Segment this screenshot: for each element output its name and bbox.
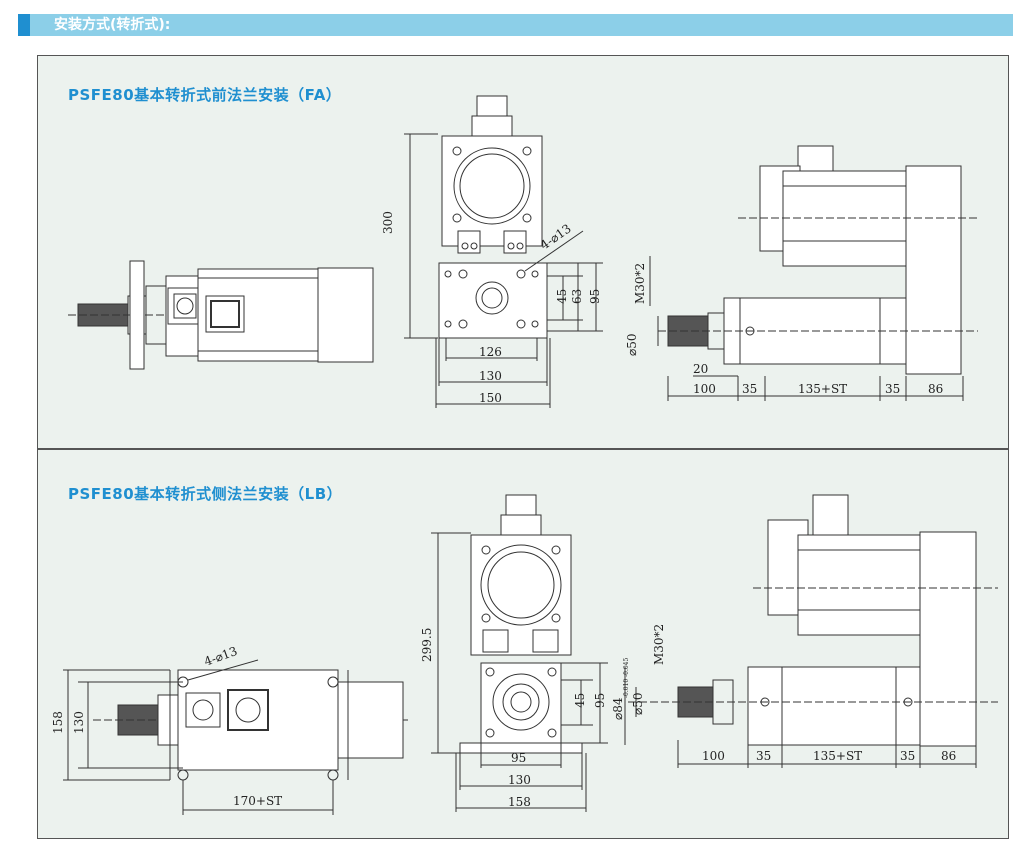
lb-dim-100: 100: [702, 749, 725, 763]
lb-dim-2995: 299.5: [420, 628, 434, 662]
fa-dim-86: 86: [928, 382, 943, 396]
fa-dim-130: 130: [479, 369, 502, 383]
lb-dim-95v: 95: [593, 693, 607, 708]
fa-dim-20: 20: [693, 362, 708, 376]
fa-dia50: ⌀50: [625, 334, 639, 357]
fa-hole-note: 4-⌀13: [538, 221, 574, 252]
panel-fa: PSFE80基本转折式前法兰安装（FA）: [37, 55, 1009, 449]
section-header-bar: 安装方式(转折式):: [18, 14, 1013, 36]
fa-front-view: [404, 95, 603, 408]
fa-dim-35b: 35: [885, 382, 900, 396]
fa-dim-126: 126: [479, 345, 502, 359]
lb-thread: M30*2: [652, 624, 666, 665]
fa-dim-300: 300: [381, 211, 395, 234]
drawing-fa: 300 45 63 95 4-⌀13 126 130 150 M30*2 ⌀50…: [68, 95, 978, 408]
fa-dim-95: 95: [588, 289, 602, 304]
lb-dim-170st: 170+ST: [233, 794, 282, 808]
lb-hole-note: 4-⌀13: [202, 644, 239, 669]
fa-dim-45: 45: [555, 289, 569, 304]
lb-side-view: [63, 659, 408, 815]
lb-dim-130v: 130: [72, 711, 86, 734]
lb-dia84-tolerance: -0.010 -0.045: [623, 658, 630, 698]
fa-top-view: [649, 145, 978, 401]
drawing-lb: 158 130 170+ST 4-⌀13 299.5 45 95 95 130 …: [51, 494, 998, 815]
lb-dim-158v: 158: [51, 711, 65, 734]
header-marker: [18, 14, 30, 36]
fa-dim-35a: 35: [742, 382, 757, 396]
lb-top-view: [624, 494, 998, 768]
fa-thread: M30*2: [633, 263, 647, 304]
lb-dim-35b: 35: [900, 749, 915, 763]
lb-dim-130: 130: [508, 773, 531, 787]
fa-dim-100: 100: [693, 382, 716, 396]
lb-dia50: ⌀50: [631, 693, 645, 716]
lb-dia84: ⌀84: [611, 697, 625, 720]
panel-lb: PSFE80基本转折式侧法兰安装（LB）: [37, 449, 1009, 839]
lb-dim-158: 158: [508, 795, 531, 809]
lb-dim-86: 86: [941, 749, 956, 763]
lb-dim-35a: 35: [756, 749, 771, 763]
fa-dim-150: 150: [479, 391, 502, 405]
lb-front-view: [431, 494, 608, 812]
lb-dim-135st: 135+ST: [813, 749, 862, 763]
lb-dim-95: 95: [511, 751, 526, 765]
fa-dim-63: 63: [570, 289, 584, 304]
lb-dim-45: 45: [573, 693, 587, 708]
fa-side-view: [68, 260, 374, 370]
section-title-fa: PSFE80基本转折式前法兰安装（FA）: [68, 86, 342, 104]
section-title-lb: PSFE80基本转折式侧法兰安装（LB）: [68, 485, 343, 503]
fa-dim-135st: 135+ST: [798, 382, 847, 396]
page-title: 安装方式(转折式):: [54, 17, 171, 33]
